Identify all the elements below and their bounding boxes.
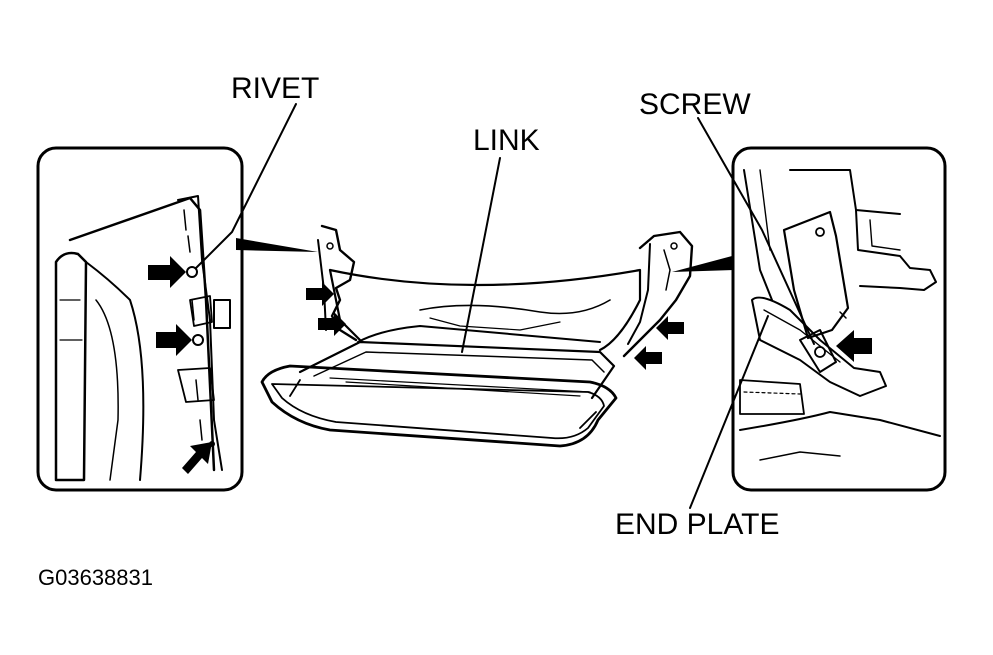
right-pointer-wedge (672, 256, 734, 272)
figure-id: G03638831 (38, 565, 153, 590)
right-detail-panel (731, 146, 947, 492)
link-leader (461, 157, 501, 353)
rivet-leader (195, 103, 297, 269)
left-detail-panel (36, 146, 244, 492)
label-link: LINK (473, 124, 540, 157)
left-pointer-wedge (236, 238, 318, 252)
end-plate-leader (689, 315, 769, 509)
label-rivet: RIVET (231, 72, 319, 105)
label-end-plate: END PLATE (615, 508, 780, 541)
screw-leader (697, 117, 815, 345)
top-frame-assembly (260, 224, 694, 448)
label-screw: SCREW (639, 88, 751, 121)
